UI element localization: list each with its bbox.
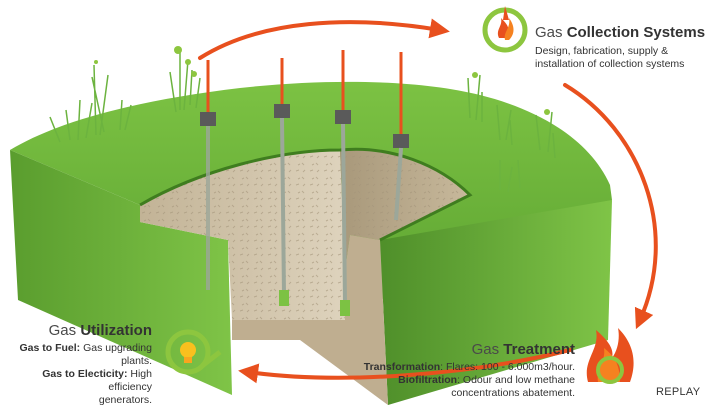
utilization-title-strong: Utilization [80, 322, 152, 339]
arrow-to-utilization [238, 348, 572, 384]
collection-title-strong: Collection Systems [566, 24, 706, 41]
fire-icon [586, 328, 634, 384]
treatment-description: Transformation: Flares: 100 - 6.000m3/ho… [363, 361, 575, 399]
flow-arrows [198, 18, 658, 384]
vegetation [49, 50, 556, 193]
treatment-title-strong: Treatment [503, 341, 575, 358]
flame-arrow-icon [482, 6, 528, 53]
collection-label: Gas Collection Systems Design, fabricati… [535, 24, 705, 71]
treatment-label: Gas Treatment Transformation: Flares: 10… [360, 341, 575, 400]
lightbulb-arrow-icon [165, 329, 222, 375]
collection-description: Design, fabrication, supply & installati… [535, 45, 685, 70]
gas-wells [200, 50, 409, 316]
plant-heads [94, 46, 550, 115]
collection-title: Gas Collection Systems [535, 24, 706, 41]
utilization-label: Gas Utilization Gas to Fuel: Gas upgradi… [0, 322, 153, 407]
arrow-to-collection [198, 18, 450, 60]
treatment-title: Gas Treatment [471, 341, 575, 358]
gas-well [200, 60, 216, 290]
replay-button[interactable]: REPLAY [656, 386, 701, 398]
arrow-to-treatment [563, 83, 658, 330]
utilization-description: Gas to Fuel: Gas upgrading plants. Gas t… [19, 342, 153, 406]
utilization-title: Gas Utilization [48, 322, 152, 339]
gas-well [335, 50, 351, 316]
gas-well [393, 52, 409, 221]
gas-well [274, 58, 290, 306]
